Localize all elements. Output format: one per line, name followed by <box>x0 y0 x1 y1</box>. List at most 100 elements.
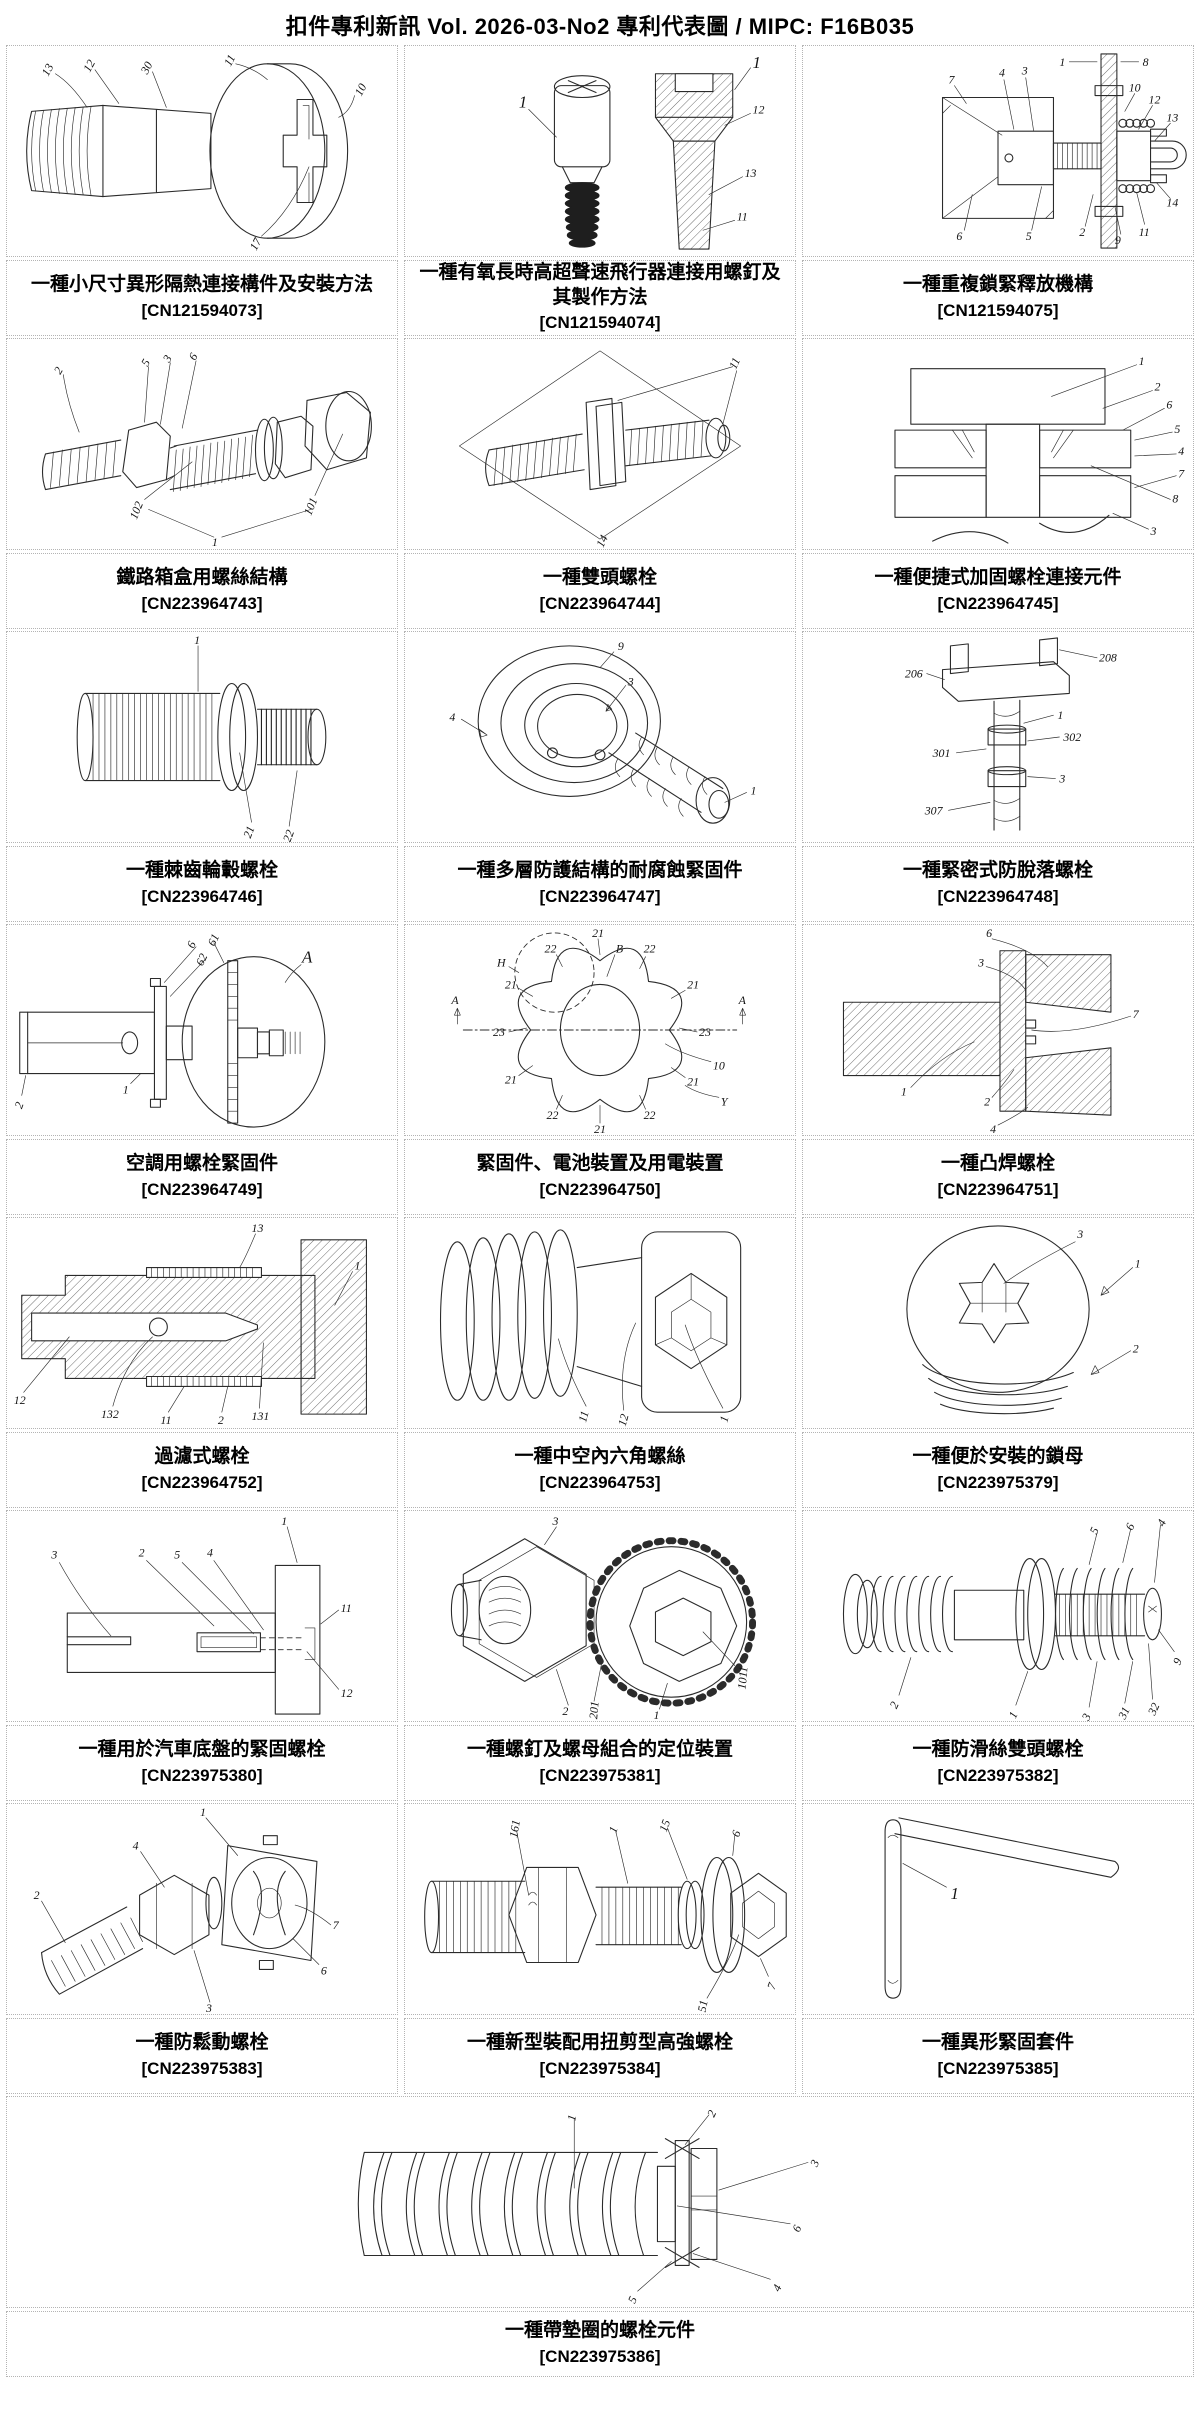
patent-figure-torque-shear-bolt: 161 1 15 6 51 7 <box>404 1803 796 2015</box>
figure-label: 22 <box>280 828 297 842</box>
patent-caption: 緊固件、電池裝置及用電裝置 [CN223964750] <box>404 1139 796 1215</box>
figure-label: 3 <box>627 674 634 688</box>
figure-label: 61 <box>205 931 223 948</box>
patent-caption: 一種用於汽車底盤的緊固螺栓 [CN223975380] <box>6 1725 398 1801</box>
patent-figure-projection-weld-bolt: 6 3 7 1 2 4 <box>802 924 1194 1136</box>
patent-caption: 一種螺釘及螺母組合的定位裝置 [CN223975381] <box>404 1725 796 1801</box>
patent-title: 一種螺釘及螺母組合的定位裝置 <box>466 1739 733 1761</box>
figure-label: 11 <box>341 1601 352 1615</box>
patent-caption: 一種重複鎖緊釋放機構 [CN121594075] <box>802 260 1194 336</box>
patent-figure-insulated-connector: 13 12 30 11 10 17 <box>6 45 398 257</box>
patent-figure-lock-release-mechanism: 1 8 7 4 3 10 12 13 14 11 9 2 5 6 <box>802 45 1194 257</box>
figure-label: 13 <box>252 1221 264 1235</box>
patent-figure-screw-nut-positioning: 3 2 201 1 1011 <box>404 1510 796 1722</box>
patent-number: [CN223975383] <box>141 2058 263 2078</box>
figure-label: 22 <box>545 942 557 956</box>
figure-label: 307 <box>924 803 944 817</box>
figure-label: 10 <box>1129 81 1141 95</box>
figure-label: 3 <box>551 1514 558 1528</box>
patent-cell: 1 8 7 4 3 10 12 13 14 11 9 2 5 6 一種重複鎖緊 <box>802 45 1194 336</box>
figure-label: 23 <box>699 1025 711 1039</box>
figure-label: 1 <box>123 1082 129 1096</box>
figure-label: 3 <box>159 352 175 365</box>
figure-label: 11 <box>221 52 239 68</box>
figure-label: 7 <box>764 1980 780 1991</box>
figure-label: 3 <box>205 2001 212 2014</box>
figure-label: 1 <box>1059 55 1065 69</box>
figure-label: 12 <box>753 102 765 116</box>
figure-label: 302 <box>1062 730 1081 744</box>
figure-label: 1 <box>564 2114 579 2122</box>
figure-label: 3 <box>1021 64 1028 78</box>
figure-label: 7 <box>1133 1007 1140 1021</box>
figure-label: 4 <box>133 1839 139 1853</box>
patent-caption: 一種防滑絲雙頭螺栓 [CN223975382] <box>802 1725 1194 1801</box>
patent-cell: 21 B H 22 22 21 21 A A 23 23 10 21 21 22… <box>404 924 796 1215</box>
figure-label: A <box>450 993 459 1007</box>
patent-caption: 一種棘齒輪轂螺栓 [CN223964746] <box>6 846 398 922</box>
patent-caption: 一種便捷式加固螺栓連接元件 [CN223964745] <box>802 553 1194 629</box>
patent-number: [CN223964750] <box>539 1179 661 1199</box>
patent-caption: 一種雙頭螺栓 [CN223964744] <box>404 553 796 629</box>
figure-label: 3 <box>1058 772 1065 786</box>
patent-title: 一種中空內六角螺絲 <box>514 1446 686 1468</box>
figure-label: 1 <box>653 1708 659 1721</box>
figure-label: 14 <box>593 533 611 549</box>
patent-cell: 13 12 30 11 10 17 一種小尺寸異形隔熱連接構件及安裝方法 [CN… <box>6 45 398 336</box>
figure-label: 12 <box>80 57 98 74</box>
patent-caption: 一種中空內六角螺絲 [CN223964753] <box>404 1432 796 1508</box>
patent-cell: 161 1 15 6 51 7 一種新型裝配用扭剪型高強螺栓 [CN223975… <box>404 1803 796 2094</box>
figure-label: 5 <box>1087 1525 1102 1536</box>
figure-label: 6 <box>986 926 992 940</box>
figure-label: 12 <box>14 1393 26 1407</box>
patent-caption: 一種小尺寸異形隔熱連接構件及安裝方法 [CN121594073] <box>6 260 398 336</box>
patent-figure-double-end-stud: 11 14 <box>404 338 796 550</box>
figure-label: 6 <box>186 350 201 362</box>
figure-label: 13 <box>745 166 757 180</box>
patent-title: 一種有氧長時高超聲速飛行器連接用螺釘及其製作方法 <box>419 261 781 308</box>
figure-label: A <box>301 948 313 967</box>
figure-label: 21 <box>687 1074 699 1088</box>
patent-cell: 2 5 3 6 102 101 1 鐵路箱盒用螺絲結構 [CN223964743… <box>6 338 398 629</box>
patent-figure-washer-bolt-element: 1 2 3 6 4 5 <box>6 2096 1194 2308</box>
figure-label: 21 <box>505 977 517 991</box>
patent-cell: 1 1 12 13 11 一種有氧長時高超聲速飛行器連接用螺釘及其製作方法 [C… <box>404 45 796 336</box>
figure-label: 13 <box>1166 110 1178 124</box>
patent-number: [CN223964743] <box>141 593 263 613</box>
patent-figure-quick-reinforced-bolt: 1 2 6 5 4 7 8 3 <box>802 338 1194 550</box>
patent-caption: 過濾式螺栓 [CN223964752] <box>6 1432 398 1508</box>
figure-label: 8 <box>1172 491 1178 505</box>
patent-caption: 一種凸焊螺栓 [CN223964751] <box>802 1139 1194 1215</box>
figure-label: 7 <box>948 73 955 87</box>
figure-label: 3 <box>1076 1227 1083 1241</box>
figure-label: 21 <box>594 1122 606 1135</box>
patent-figure-antiloosen-bolt: 1 4 2 3 7 6 <box>6 1803 398 2015</box>
row-3: 1 21 22 一種棘齒輪轂螺栓 [CN223964746] <box>6 631 1194 922</box>
patent-cell: 9 3 4 1 一種多層防護結構的耐腐蝕緊固件 [CN223964747] <box>404 631 796 922</box>
row-5: 13 1 12 132 11 2 131 過濾式螺栓 [CN223964752] <box>6 1217 1194 1508</box>
figure-label: 2 <box>1079 225 1085 239</box>
figure-label: 15 <box>656 1818 673 1834</box>
patent-number: [CN223964745] <box>937 593 1059 613</box>
patent-cell: 1 2 3 6 4 5 一種帶墊圈的螺栓元件 [CN223975386] <box>6 2096 1194 2377</box>
patent-number: [CN223975379] <box>937 1472 1059 1492</box>
figure-label: 13 <box>38 61 56 78</box>
figure-label: 206 <box>905 667 923 681</box>
patent-figure-antislip-double-stud: 5 6 4 9 2 1 3 31 32 <box>802 1510 1194 1722</box>
patent-caption: 一種新型裝配用扭剪型高強螺栓 [CN223975384] <box>404 2018 796 2094</box>
figure-label: 30 <box>137 59 155 77</box>
figure-label: 1 <box>1057 708 1063 722</box>
figure-label: 5 <box>138 356 153 368</box>
figure-label: 10 <box>713 1059 725 1073</box>
patent-cell: 3 1 2 一種便於安裝的鎖母 [CN223975379] <box>802 1217 1194 1508</box>
patent-cell: 1 2 6 5 4 7 8 3 一種便捷式加固螺栓連接元件 [CN2239647… <box>802 338 1194 629</box>
row-7: 1 4 2 3 7 6 一種防鬆動螺栓 [CN223975383] <box>6 1803 1194 2094</box>
patent-cell: 1 21 22 一種棘齒輪轂螺栓 [CN223964746] <box>6 631 398 922</box>
figure-label: 6 <box>728 1828 743 1838</box>
patent-caption: 一種異形緊固套件 [CN223975385] <box>802 2018 1194 2094</box>
figure-label: 31 <box>1115 1705 1133 1721</box>
figure-label: 102 <box>126 499 146 521</box>
patent-figure-ac-bolt-fastener: 2 1 6 61 62 A <box>6 924 398 1136</box>
row-8: 1 2 3 6 4 5 一種帶墊圈的螺栓元件 [CN223975386] <box>6 2096 1194 2377</box>
figure-label: 22 <box>644 942 656 956</box>
